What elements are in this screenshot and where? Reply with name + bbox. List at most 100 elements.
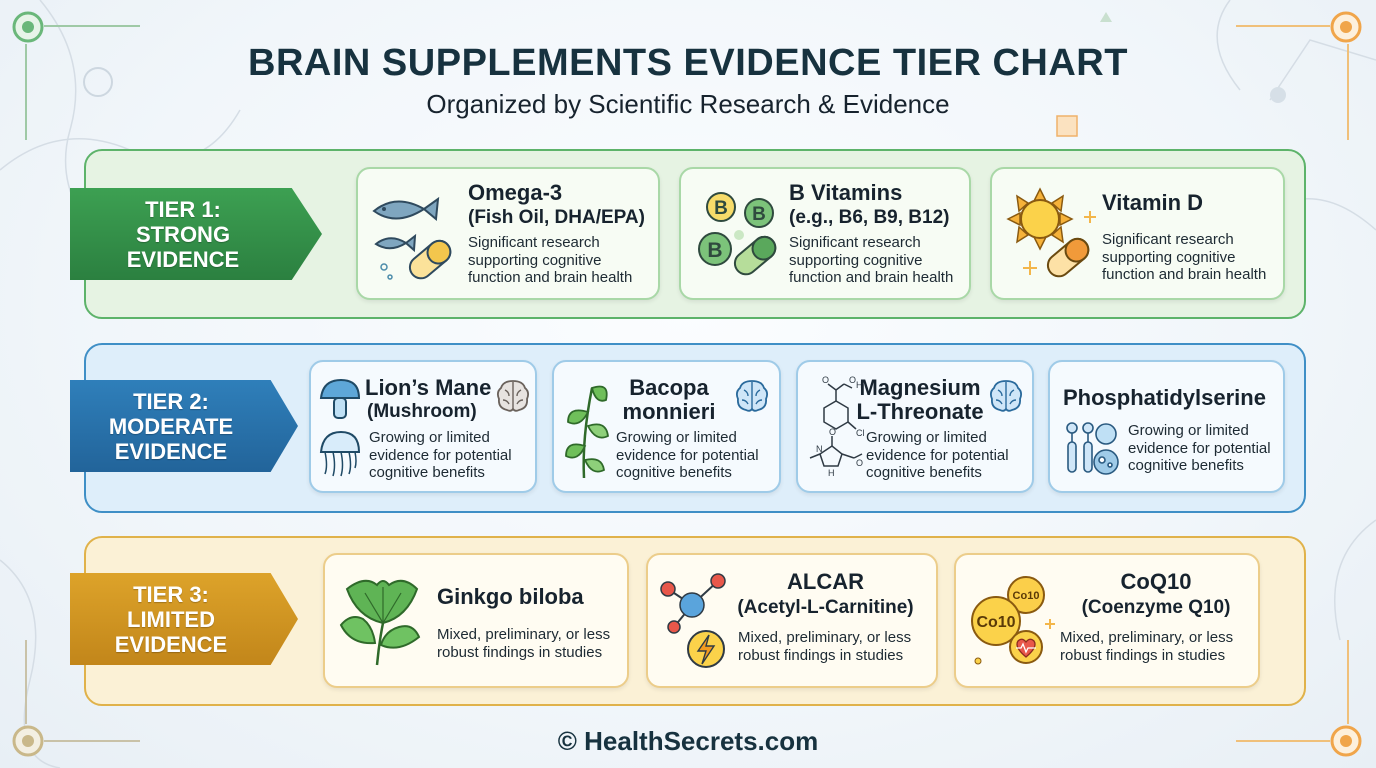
supplement-name: Vitamin D: [1102, 190, 1204, 215]
tier-label-line: TIER 2:: [133, 388, 209, 414]
description-line: Growing or limited: [1128, 422, 1249, 439]
tier-label-line: TIER 3:: [133, 581, 209, 607]
corner-ornament-icon: [1330, 11, 1362, 43]
description-line: supporting cognitive: [468, 251, 602, 269]
description-line: supporting cognitive: [789, 251, 923, 269]
supplement-description: Significant research supporting cognitiv…: [1102, 231, 1266, 284]
supplement-card-b-vitamins: B B B B Vitamins (e.g., B6, B9, B12) Sig…: [679, 167, 971, 300]
leaf-icon: [565, 385, 609, 479]
brain-icon: [735, 380, 769, 412]
supplement-subname: monnieri: [622, 399, 716, 424]
supplement-name: CoQ10: [1120, 569, 1192, 594]
description-line: evidence for potential: [1128, 439, 1271, 457]
description-line: Mixed, preliminary, or less: [1060, 629, 1234, 646]
supplement-subname: (Coenzyme Q10): [1081, 597, 1231, 618]
chart-subtitle: Organized by Scientific Research & Evide…: [426, 89, 950, 119]
supplement-subname: (Fish Oil, DHA/EPA): [468, 207, 645, 228]
supplement-subname: (Acetyl-L-Carnitine): [737, 597, 914, 618]
supplement-description: Significant research supporting cognitiv…: [789, 234, 953, 287]
tier-3-label: TIER 3: LIMITED EVIDENCE: [70, 573, 298, 665]
chart-title: BRAIN SUPPLEMENTS EVIDENCE TIER CHART: [248, 42, 1128, 84]
atom-label: O: [849, 375, 856, 385]
energy-molecule-icon: [660, 573, 726, 668]
vitamin-badge-text: B: [752, 204, 766, 225]
tier-label-line: TIER 1:: [145, 196, 221, 222]
supplement-card-alcar: ALCAR (Acetyl-L-Carnitine) Mixed, prelim…: [646, 553, 938, 688]
supplement-description: Growing or limited evidence for potentia…: [866, 429, 1009, 482]
ginkgo-leaf-icon: [339, 579, 421, 666]
tier-label-line: EVIDENCE: [114, 438, 228, 464]
supplement-name: Magnesium: [859, 375, 981, 400]
supplement-card-vitamin-d: Vitamin D Significant research supportin…: [990, 167, 1285, 300]
description-line: Significant research: [789, 234, 921, 251]
tier-1-label: TIER 1: STRONG EVIDENCE: [70, 188, 322, 280]
description-line: cognitive benefits: [866, 464, 982, 481]
supplement-description: Growing or limited evidence for potentia…: [369, 429, 512, 482]
molecule-icon: O O H Cl O N H O: [809, 375, 865, 478]
vitamin-badge-text: B: [714, 198, 728, 219]
atom-label: N: [816, 444, 823, 454]
supplement-description: Mixed, preliminary, or less robust findi…: [437, 626, 610, 661]
mushroom-icon: [319, 378, 361, 477]
description-line: cognitive benefits: [616, 464, 732, 481]
vitamin-badge-text: B: [707, 239, 722, 262]
sun-pill-icon: [1006, 187, 1096, 278]
atom-label: O: [856, 458, 863, 468]
footer-credit: © HealthSecrets.com: [557, 726, 819, 756]
atom-label: H: [828, 468, 835, 478]
brain-icon: [496, 380, 530, 412]
supplement-card-ginkgo-biloba: Ginkgo biloba Mixed, preliminary, or les…: [323, 553, 629, 688]
supplement-card-magnesium-l-threonate: O O H Cl O N H O Magnesium L-Threonate G…: [796, 360, 1034, 493]
description-line: robust findings in studies: [437, 643, 603, 661]
description-line: evidence for potential: [616, 446, 759, 464]
supplement-name: ALCAR: [787, 569, 864, 594]
description-line: function and brain health: [789, 269, 954, 286]
supplement-description: Significant research supporting cognitiv…: [468, 234, 632, 287]
supplement-name: Lion’s Mane: [365, 375, 492, 400]
supplement-description: Growing or limited evidence for potentia…: [1128, 422, 1271, 475]
supplement-card-lions-mane: Lion’s Mane (Mushroom) Growing or limite…: [309, 360, 537, 493]
b-vitamin-icon: B B B: [698, 192, 777, 276]
atom-label: H: [856, 380, 863, 390]
brain-icon: [989, 380, 1023, 412]
fish-pill-icon: [372, 196, 452, 280]
supplement-name: Omega-3: [468, 180, 563, 205]
supplement-name: Ginkgo biloba: [437, 584, 584, 609]
atom-label: Cl: [856, 428, 865, 438]
tier-label-line: EVIDENCE: [126, 246, 240, 272]
supplement-subname: (e.g., B6, B9, B12): [789, 207, 950, 228]
supplement-description: Mixed, preliminary, or less robust findi…: [738, 629, 911, 664]
tier-2-label: TIER 2: MODERATE EVIDENCE: [70, 380, 298, 472]
description-line: Significant research: [468, 234, 600, 251]
supplement-subname: (Mushroom): [367, 401, 477, 422]
supplement-card-coq10: Co10 Co10 CoQ10 (Coenzyme Q10) Mixed, pr…: [954, 553, 1260, 688]
description-line: cognitive benefits: [369, 464, 485, 481]
cell-icon: [1066, 422, 1119, 475]
description-line: Growing or limited: [369, 429, 490, 446]
tier-label-line: STRONG: [135, 221, 231, 247]
supplement-subname: L-Threonate: [856, 399, 984, 424]
tier-label-line: MODERATE: [108, 413, 234, 439]
description-line: evidence for potential: [866, 446, 1009, 464]
description-line: Significant research: [1102, 231, 1234, 248]
tier-label-line: EVIDENCE: [114, 631, 228, 657]
corner-ornament-icon: [12, 11, 44, 43]
supplement-description: Mixed, preliminary, or less robust findi…: [1060, 629, 1233, 664]
description-line: robust findings in studies: [1060, 646, 1226, 664]
supplement-card-omega-3: Omega-3 (Fish Oil, DHA/EPA) Significant …: [356, 167, 660, 300]
coq10-badge-text: Co10: [1013, 590, 1040, 602]
description-line: cognitive benefits: [1128, 457, 1244, 474]
description-line: supporting cognitive: [1102, 248, 1236, 266]
coq10-badge-text: Co10: [976, 614, 1015, 631]
supplement-name: Bacopa: [629, 375, 709, 400]
description-line: Growing or limited: [866, 429, 987, 446]
supplement-card-bacopa: Bacopa monnieri Growing or limited evide…: [552, 360, 781, 493]
description-line: function and brain health: [468, 269, 633, 286]
tier-label-line: LIMITED: [127, 606, 215, 632]
coq10-icon: Co10 Co10: [971, 576, 1055, 665]
supplement-name: Phosphatidylserine: [1063, 385, 1266, 410]
description-line: evidence for potential: [369, 446, 512, 464]
description-line: function and brain health: [1102, 266, 1267, 283]
atom-label: O: [829, 427, 836, 437]
description-line: Mixed, preliminary, or less: [738, 629, 912, 646]
